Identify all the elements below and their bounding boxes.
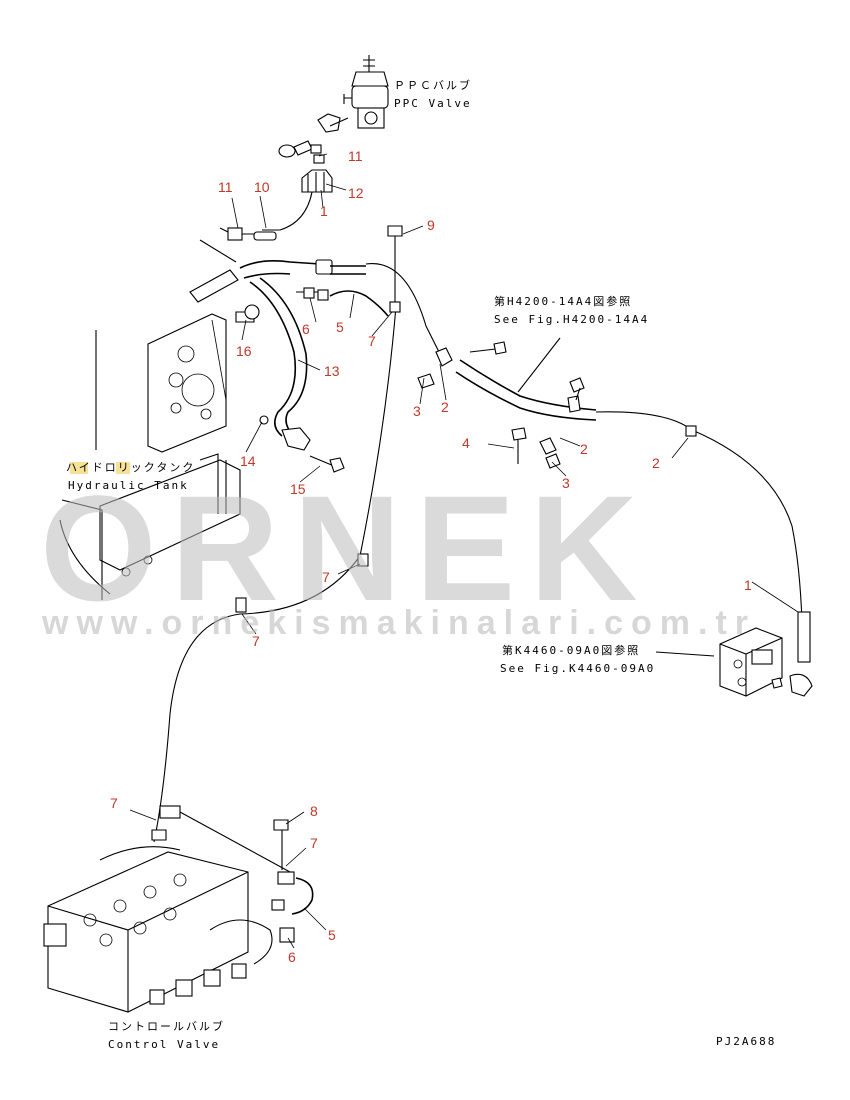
callout-6-b: 6 bbox=[288, 949, 296, 965]
hydraulic-tank-label-en: Hydraulic Tank bbox=[68, 479, 189, 492]
bolt-9 bbox=[387, 225, 403, 306]
clamp-7-d bbox=[159, 805, 181, 819]
ppc-valve-label-jp: ＰＰＣバルブ bbox=[394, 78, 472, 92]
callout-8: 8 bbox=[310, 803, 318, 819]
control-valve-label-jp: コントロールバルブ bbox=[108, 1019, 225, 1033]
callout-7-b: 7 bbox=[322, 569, 330, 585]
callout-12: 12 bbox=[348, 185, 364, 201]
hydraulic-tank bbox=[59, 313, 241, 600]
valve-block-k4460 bbox=[719, 627, 783, 697]
ref-leader-h4200 bbox=[517, 337, 561, 393]
callout-6-a: 6 bbox=[302, 321, 310, 337]
control-valve-label-en: Control Valve bbox=[108, 1038, 220, 1051]
callout-5-b: 5 bbox=[328, 927, 336, 943]
callout-14: 14 bbox=[240, 453, 256, 469]
ref-k4460-label-jp: 第K4460-09A0図参照 bbox=[502, 643, 640, 657]
callout-1-a: 1 bbox=[320, 203, 328, 219]
ref-h4200-label-en: See Fig.H4200-14A4 bbox=[494, 313, 649, 326]
ref-k4460-label-en: See Fig.K4460-09A0 bbox=[500, 662, 655, 675]
hose-13-assembly bbox=[189, 239, 445, 451]
highlight-mark bbox=[116, 462, 130, 474]
fitting-1 bbox=[797, 611, 811, 663]
callout-3-b: 3 bbox=[562, 475, 570, 491]
callout-7-c: 7 bbox=[252, 633, 260, 649]
callout-5-a: 5 bbox=[336, 319, 344, 335]
callout-16: 16 bbox=[236, 343, 252, 359]
bottom-fittings bbox=[151, 811, 314, 943]
bolt-15 bbox=[309, 455, 345, 473]
callout-leaders bbox=[129, 153, 799, 949]
clamp-7-c bbox=[235, 597, 247, 613]
line-1 bbox=[595, 411, 813, 697]
ref-leader-k4460 bbox=[655, 651, 715, 657]
drawing-code: PJ2A688 bbox=[716, 1035, 776, 1048]
watermark-url: www.ornekismakinalari.com.tr bbox=[41, 604, 756, 642]
clamp-7-a bbox=[389, 301, 401, 313]
control-valve bbox=[43, 846, 273, 1013]
highlight-mark bbox=[70, 462, 88, 474]
callout-2-c: 2 bbox=[652, 455, 660, 471]
clamp-7-b bbox=[357, 553, 369, 567]
callout-2-b: 2 bbox=[580, 441, 588, 457]
callout-7-a: 7 bbox=[368, 333, 376, 349]
clamp-2 bbox=[685, 425, 697, 437]
callout-15: 15 bbox=[290, 481, 306, 497]
callout-4: 4 bbox=[462, 435, 470, 451]
hose-7 bbox=[153, 301, 401, 843]
callout-numbers: 11 10 11 12 1 9 6 5 7 13 16 2 3 4 2 3 2 … bbox=[110, 148, 752, 965]
watermark-brand: ORNEK bbox=[40, 464, 652, 632]
callout-3-a: 3 bbox=[413, 403, 421, 419]
pipe-tube bbox=[417, 341, 597, 469]
callout-11-a: 11 bbox=[348, 148, 363, 164]
fittings-10-11 bbox=[219, 227, 277, 241]
callout-10: 10 bbox=[254, 179, 270, 195]
hydraulic-tank-label-jp: ハイドロリックタンク bbox=[66, 461, 195, 474]
ppc-valve-label-en: PPC Valve bbox=[394, 97, 472, 110]
fittings-5-6 bbox=[296, 287, 389, 317]
ppc-fittings bbox=[278, 113, 349, 164]
sleeve-12 bbox=[262, 169, 333, 231]
callout-7-e: 7 bbox=[310, 835, 318, 851]
callout-9: 9 bbox=[427, 217, 435, 233]
callout-11-b: 11 bbox=[218, 179, 233, 195]
callout-13: 13 bbox=[324, 363, 340, 379]
ref-h4200-label-jp: 第H4200-14A4図参照 bbox=[494, 294, 632, 308]
ppc-valve bbox=[343, 55, 389, 129]
callout-7-d: 7 bbox=[110, 795, 118, 811]
callout-2-a: 2 bbox=[441, 399, 449, 415]
callout-1-b: 1 bbox=[744, 577, 752, 593]
